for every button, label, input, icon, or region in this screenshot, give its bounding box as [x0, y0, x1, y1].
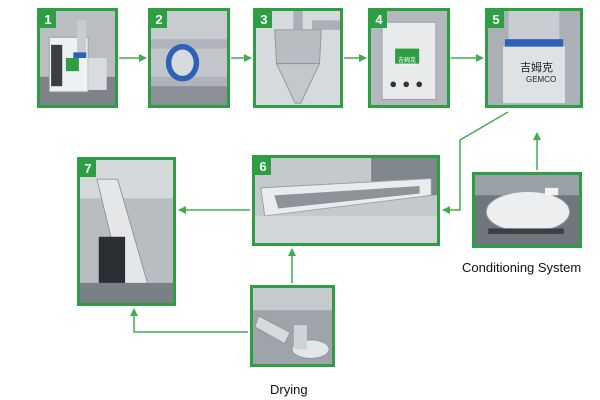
step-6-frame: 6 [252, 155, 440, 246]
dust-collector-photo [488, 11, 580, 105]
step-5-badge: 5 [488, 11, 504, 28]
step-4-badge: 4 [371, 11, 387, 28]
conveyor-elevator-photo [80, 160, 173, 303]
conditioning-system-frame [472, 172, 582, 248]
step-2-badge: 2 [151, 11, 167, 28]
step-6-badge: 6 [255, 158, 271, 175]
arrow-drying-to-7 [130, 308, 248, 333]
step-2-frame: 2 [148, 8, 230, 108]
step-1-badge: 1 [40, 11, 56, 28]
step-3-badge: 3 [256, 11, 272, 28]
conditioning-tank-photo [475, 175, 579, 245]
step-5-frame: 5 吉姆克 GEMCO [485, 8, 583, 108]
step-4-brand-en: GEMCO [401, 62, 417, 67]
drying-pipe-photo [253, 288, 332, 364]
step-5-brand-en: GEMCO [526, 75, 557, 84]
step-7-badge: 7 [80, 160, 96, 177]
feeder-machine-photo [40, 11, 115, 105]
step-5-brand-cn: 吉姆克 [520, 61, 553, 74]
step-4-brand-cn: 吉姆克 [398, 57, 417, 64]
conditioning-system-caption: Conditioning System [462, 260, 582, 275]
drying-frame [250, 285, 335, 367]
vibrating-trough-photo [255, 158, 437, 243]
step-4-frame: 4 吉姆克 GEMCO [368, 8, 450, 108]
step-3-frame: 3 [253, 8, 343, 108]
step-1-frame: 1 [37, 8, 118, 108]
step-7-frame: 7 [77, 157, 176, 306]
drying-caption: Drying [270, 382, 308, 397]
